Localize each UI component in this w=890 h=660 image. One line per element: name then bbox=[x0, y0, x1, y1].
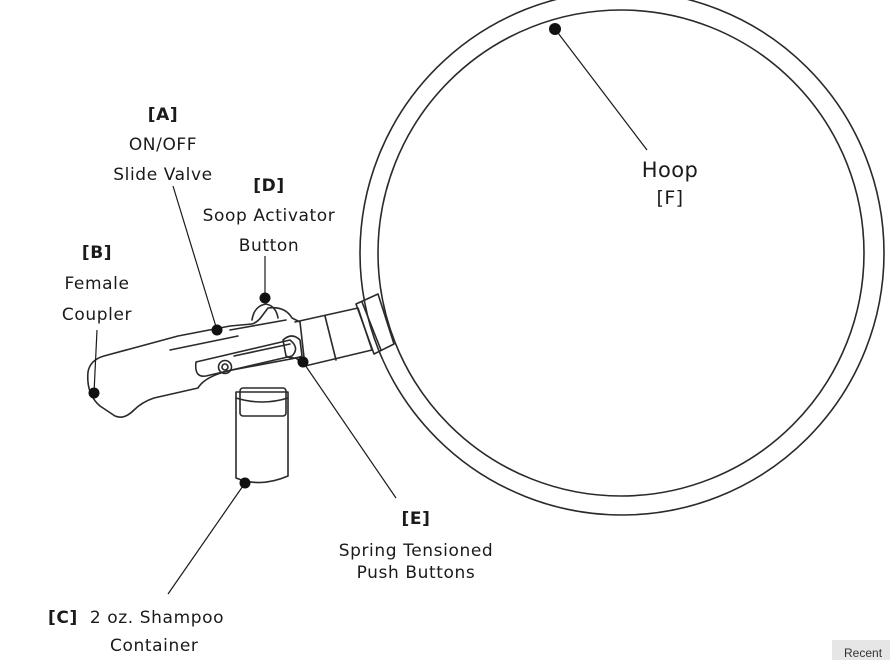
activator-button bbox=[251, 303, 279, 321]
label-e-line1: Spring Tensioned bbox=[338, 541, 494, 561]
label-b-line1: Female bbox=[64, 274, 130, 294]
leader-line-f bbox=[554, 28, 648, 151]
label-d: [D] Soop Activator Button bbox=[196, 171, 342, 261]
hoop-connector bbox=[355, 293, 395, 355]
label-b-tag: [B] bbox=[81, 243, 113, 263]
push-button-nub bbox=[282, 335, 303, 359]
label-d-tag: [D] bbox=[253, 176, 285, 196]
label-c: [C] 2 oz. Shampoo Container bbox=[48, 604, 248, 660]
leader-line-c bbox=[167, 482, 246, 595]
leader-line-a bbox=[172, 185, 218, 331]
label-e-line2: Push Buttons bbox=[356, 563, 476, 583]
hoop bbox=[359, 0, 885, 516]
callout-dot-c bbox=[239, 477, 251, 489]
label-b-line2: Coupler bbox=[61, 305, 133, 325]
callout-dot-e bbox=[297, 356, 309, 368]
recent-badge-label: Recent bbox=[844, 646, 883, 660]
label-a-tag: [A] bbox=[147, 105, 179, 125]
label-d-line2: Button bbox=[238, 236, 300, 256]
slide-valve-slot bbox=[194, 339, 297, 378]
callout-dot-a bbox=[211, 324, 223, 336]
label-c-line2: Container bbox=[110, 636, 199, 656]
leader-line-b bbox=[93, 329, 98, 394]
callout-dot-d bbox=[259, 292, 271, 304]
leader-line-e bbox=[302, 361, 397, 499]
label-a-line2: Slide Valve bbox=[113, 165, 213, 185]
label-f-tag: [F] bbox=[656, 187, 684, 209]
label-e-tag: [E] bbox=[401, 509, 431, 529]
label-a: [A] ON/OFF Slide Valve bbox=[108, 100, 218, 190]
label-d-line1: Soop Activator bbox=[202, 206, 336, 226]
label-f-name: Hoop bbox=[641, 158, 699, 182]
leader-lines bbox=[93, 28, 648, 595]
shampoo-container bbox=[235, 387, 289, 484]
label-b: [B] Female Coupler bbox=[50, 238, 144, 331]
label-f: Hoop [F] bbox=[620, 156, 720, 212]
callout-dot-f bbox=[549, 23, 561, 35]
callout-dot-b bbox=[88, 387, 100, 399]
label-c-line1: 2 oz. Shampoo bbox=[89, 608, 225, 628]
neck-tube bbox=[294, 307, 373, 367]
label-a-line1: ON/OFF bbox=[128, 135, 198, 155]
label-c-tag: [C] bbox=[48, 608, 78, 628]
recent-badge[interactable]: Recent bbox=[832, 640, 890, 660]
callout-dots bbox=[88, 23, 561, 489]
label-e: [E] Spring Tensioned Push Buttons bbox=[322, 508, 510, 584]
